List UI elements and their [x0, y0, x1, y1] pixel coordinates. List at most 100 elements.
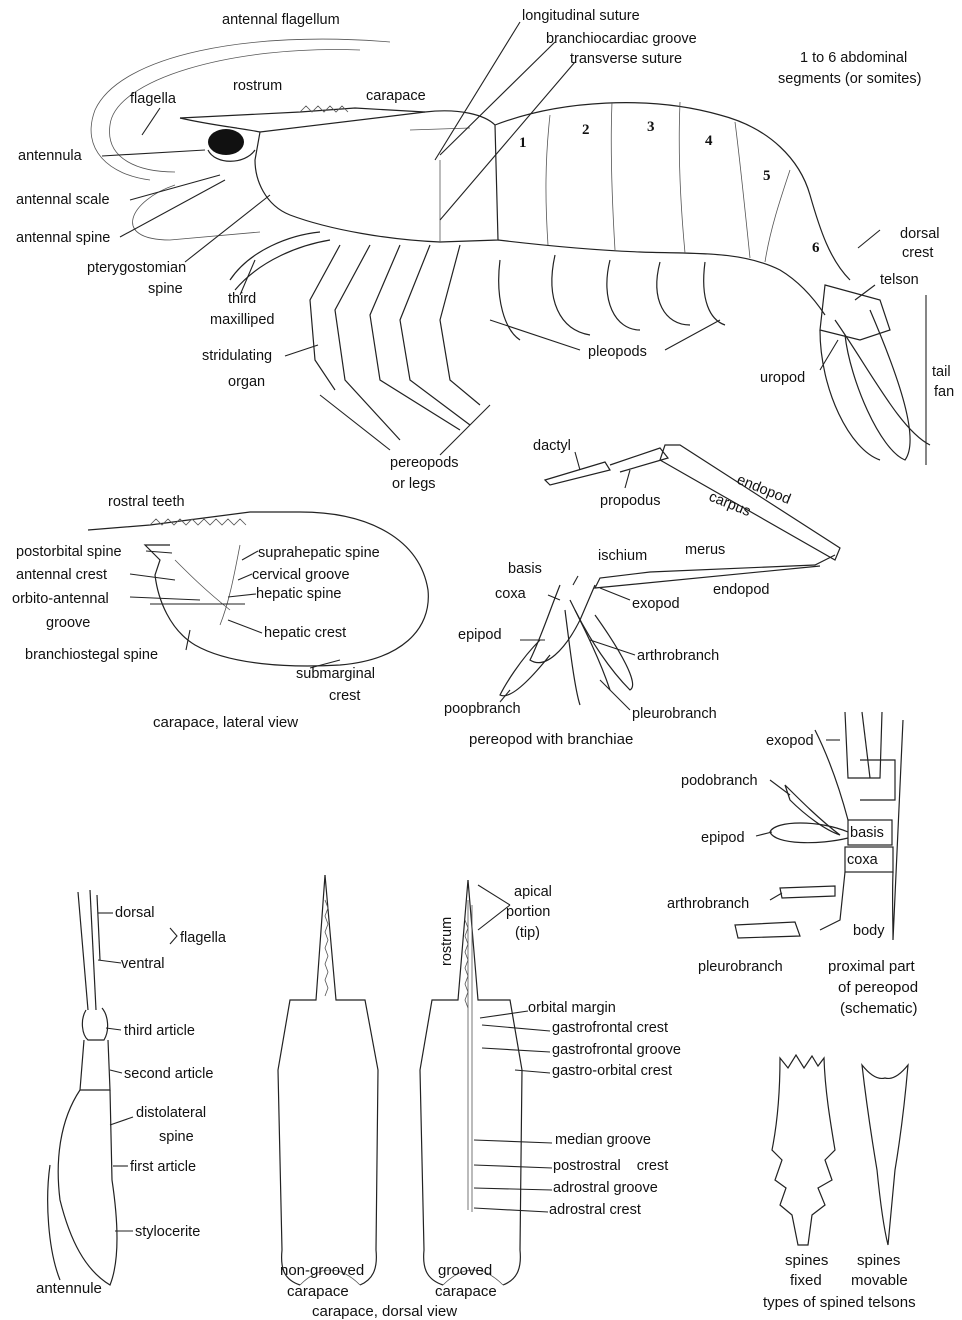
label-coxa-schematic: coxa — [847, 852, 879, 868]
label-organ: organ — [228, 374, 265, 390]
pereopod-leader-lines — [500, 452, 635, 710]
label-orbital-margin: orbital margin — [528, 1000, 616, 1016]
label-median-groove: median groove — [555, 1132, 651, 1148]
label-submarginal: submarginal — [296, 666, 375, 682]
label-coxa-limb: coxa — [495, 586, 527, 602]
caption-non-grooved-carapace: carapace — [287, 1283, 349, 1300]
label-first-article: first article — [130, 1159, 196, 1175]
label-tip: (tip) — [515, 925, 540, 941]
label-maxilliped: maxilliped — [210, 312, 274, 328]
label-pterygostomian: pterygostomian — [87, 260, 186, 276]
label-arthrobranch-schematic: arthrobranch — [667, 896, 749, 912]
caption-of-pereopod: of pereopod — [838, 979, 918, 996]
label-carapace: carapace — [366, 88, 426, 104]
caption-types-spined-telsons: types of spined telsons — [763, 1294, 916, 1311]
label-rostrum: rostrum — [233, 78, 282, 94]
label-exopod-schematic: exopod — [766, 733, 814, 749]
label-abdominal-segments-line2: segments (or somites) — [778, 71, 921, 87]
label-stylocerite: stylocerite — [135, 1224, 200, 1240]
carapace-dorsal-leaders — [474, 885, 552, 1212]
label-pleurobranch-limb: pleurobranch — [632, 706, 717, 722]
label-branchiocardiac-groove: branchiocardiac groove — [546, 31, 697, 47]
label-antennal-flagellum: antennal flagellum — [222, 12, 340, 28]
label-groove: groove — [46, 615, 90, 631]
caption-spines-movable-1: spines — [857, 1252, 900, 1269]
label-gastrofrontal-groove: gastrofrontal groove — [552, 1042, 681, 1058]
label-apical: apical — [514, 884, 552, 900]
label-orbito-antennal: orbito-antennal — [12, 591, 109, 607]
telsons-drawing — [772, 1055, 908, 1245]
label-poopbranch: poopbranch — [444, 701, 521, 717]
label-epipod-limb: epipod — [458, 627, 502, 643]
label-fan: fan — [934, 384, 954, 400]
label-flagella: flagella — [130, 91, 177, 107]
main-leader-lines — [102, 22, 926, 465]
label-crest: crest — [902, 245, 933, 261]
label-telson: telson — [880, 272, 919, 288]
caption-grooved-carapace: carapace — [435, 1283, 497, 1300]
caption-non-grooved: non-grooved — [280, 1262, 364, 1279]
label-branchiostegal-spine: branchiostegal spine — [25, 647, 158, 663]
label-cervical-groove: cervical groove — [252, 567, 350, 583]
label-portion: portion — [506, 904, 550, 920]
label-postrostral-crest: postrostral crest — [553, 1158, 668, 1174]
label-hepatic-spine: hepatic spine — [256, 586, 341, 602]
label-rostral-teeth: rostral teeth — [108, 494, 185, 510]
label-epipod-schematic: epipod — [701, 830, 745, 846]
label-merus: merus — [685, 542, 725, 558]
label-tail: tail — [932, 364, 951, 380]
label-pereopods: pereopods — [390, 455, 459, 471]
caption-antennule: antennule — [36, 1280, 102, 1297]
label-gastro-orbital-crest: gastro-orbital crest — [552, 1063, 672, 1079]
label-third: third — [228, 291, 256, 307]
label-hepatic-crest: hepatic crest — [264, 625, 346, 641]
caption-carapace-lateral: carapace, lateral view — [153, 714, 298, 731]
telsons-labels: spines fixed spines movable types of spi… — [763, 1252, 916, 1311]
label-adrostral-crest: adrostral crest — [549, 1202, 641, 1218]
antennule-labels: dorsal flagella ventral third article se… — [36, 905, 227, 1297]
label-dorsal: dorsal — [900, 226, 940, 242]
label-adrostral-groove: adrostral groove — [553, 1180, 658, 1196]
label-carpus: carpus — [707, 489, 753, 520]
label-dorsal: dorsal — [115, 905, 155, 921]
label-pleopods: pleopods — [588, 344, 647, 360]
antennule-drawing — [48, 890, 117, 1285]
pereopod-labels: dactyl propodus endopod carpus merus isc… — [444, 438, 793, 748]
caption-carapace-dorsal: carapace, dorsal view — [312, 1303, 457, 1320]
eye — [208, 129, 244, 155]
caption-proximal-part: proximal part — [828, 958, 916, 975]
label-suprahepatic-spine: suprahepatic spine — [258, 545, 380, 561]
carapace-lateral-labels: rostral teeth postorbital spine antennal… — [12, 494, 380, 731]
label-antennal-spine: antennal spine — [16, 230, 110, 246]
label-rostrum-vertical: rostrum — [439, 917, 455, 966]
label-basis-limb: basis — [508, 561, 542, 577]
label-flagella-antennule: flagella — [180, 930, 227, 946]
segment-number-5: 5 — [763, 168, 771, 184]
label-dactyl: dactyl — [533, 438, 571, 454]
segment-number-4: 4 — [705, 133, 713, 149]
caption-schematic: (schematic) — [840, 1000, 918, 1017]
label-basis-schematic: basis — [850, 825, 884, 841]
caption-pereopod-branchiae: pereopod with branchiae — [469, 731, 633, 748]
label-antennal-scale: antennal scale — [16, 192, 110, 208]
caption-grooved: grooved — [438, 1262, 492, 1279]
label-pleurobranch-schematic: pleurobranch — [698, 959, 783, 975]
caption-spines-fixed-2: fixed — [790, 1272, 822, 1289]
label-antennula: antennula — [18, 148, 83, 164]
label-third-article: third article — [124, 1023, 195, 1039]
segment-number-2: 2 — [582, 122, 590, 138]
label-second-article: second article — [124, 1066, 213, 1082]
label-longitudinal-suture: longitudinal suture — [522, 8, 640, 24]
carapace-dorsal-labels: rostrum apical portion (tip) orbital mar… — [280, 884, 681, 1320]
label-podobranch: podobranch — [681, 773, 758, 789]
label-submarginal-crest: crest — [329, 688, 360, 704]
segment-number-1: 1 — [519, 135, 527, 151]
label-ventral: ventral — [121, 956, 165, 972]
label-exopod-limb: exopod — [632, 596, 680, 612]
label-ischium: ischium — [598, 548, 647, 564]
main-shrimp-drawing — [91, 39, 930, 460]
label-endopod: endopod — [713, 582, 769, 598]
label-gastrofrontal-crest: gastrofrontal crest — [552, 1020, 668, 1036]
label-pterygostomian-spine: spine — [148, 281, 183, 297]
